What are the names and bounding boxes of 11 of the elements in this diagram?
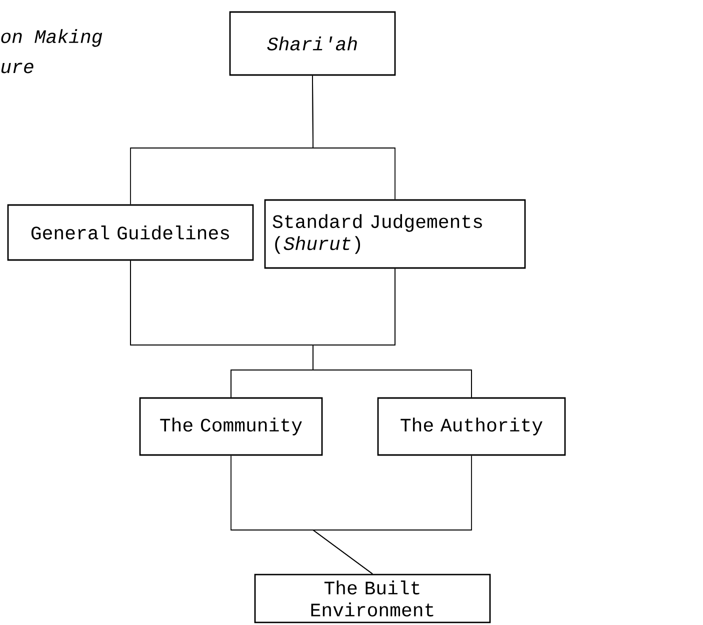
process-box: The Built Environment <box>254 574 491 624</box>
heading-text: on Making <box>1 29 102 47</box>
process-box: The Community <box>139 397 323 456</box>
connector-line <box>312 268 472 398</box>
connector-line <box>312 455 472 574</box>
process-box: General Guidelines <box>7 204 254 261</box>
process-box: Shari'ah <box>229 11 396 76</box>
process-box: Standard Judgements (Shurut) <box>264 199 526 269</box>
connector-line <box>312 75 396 200</box>
process-box: The Authority <box>377 397 566 456</box>
heading-text: ure <box>1 62 34 74</box>
